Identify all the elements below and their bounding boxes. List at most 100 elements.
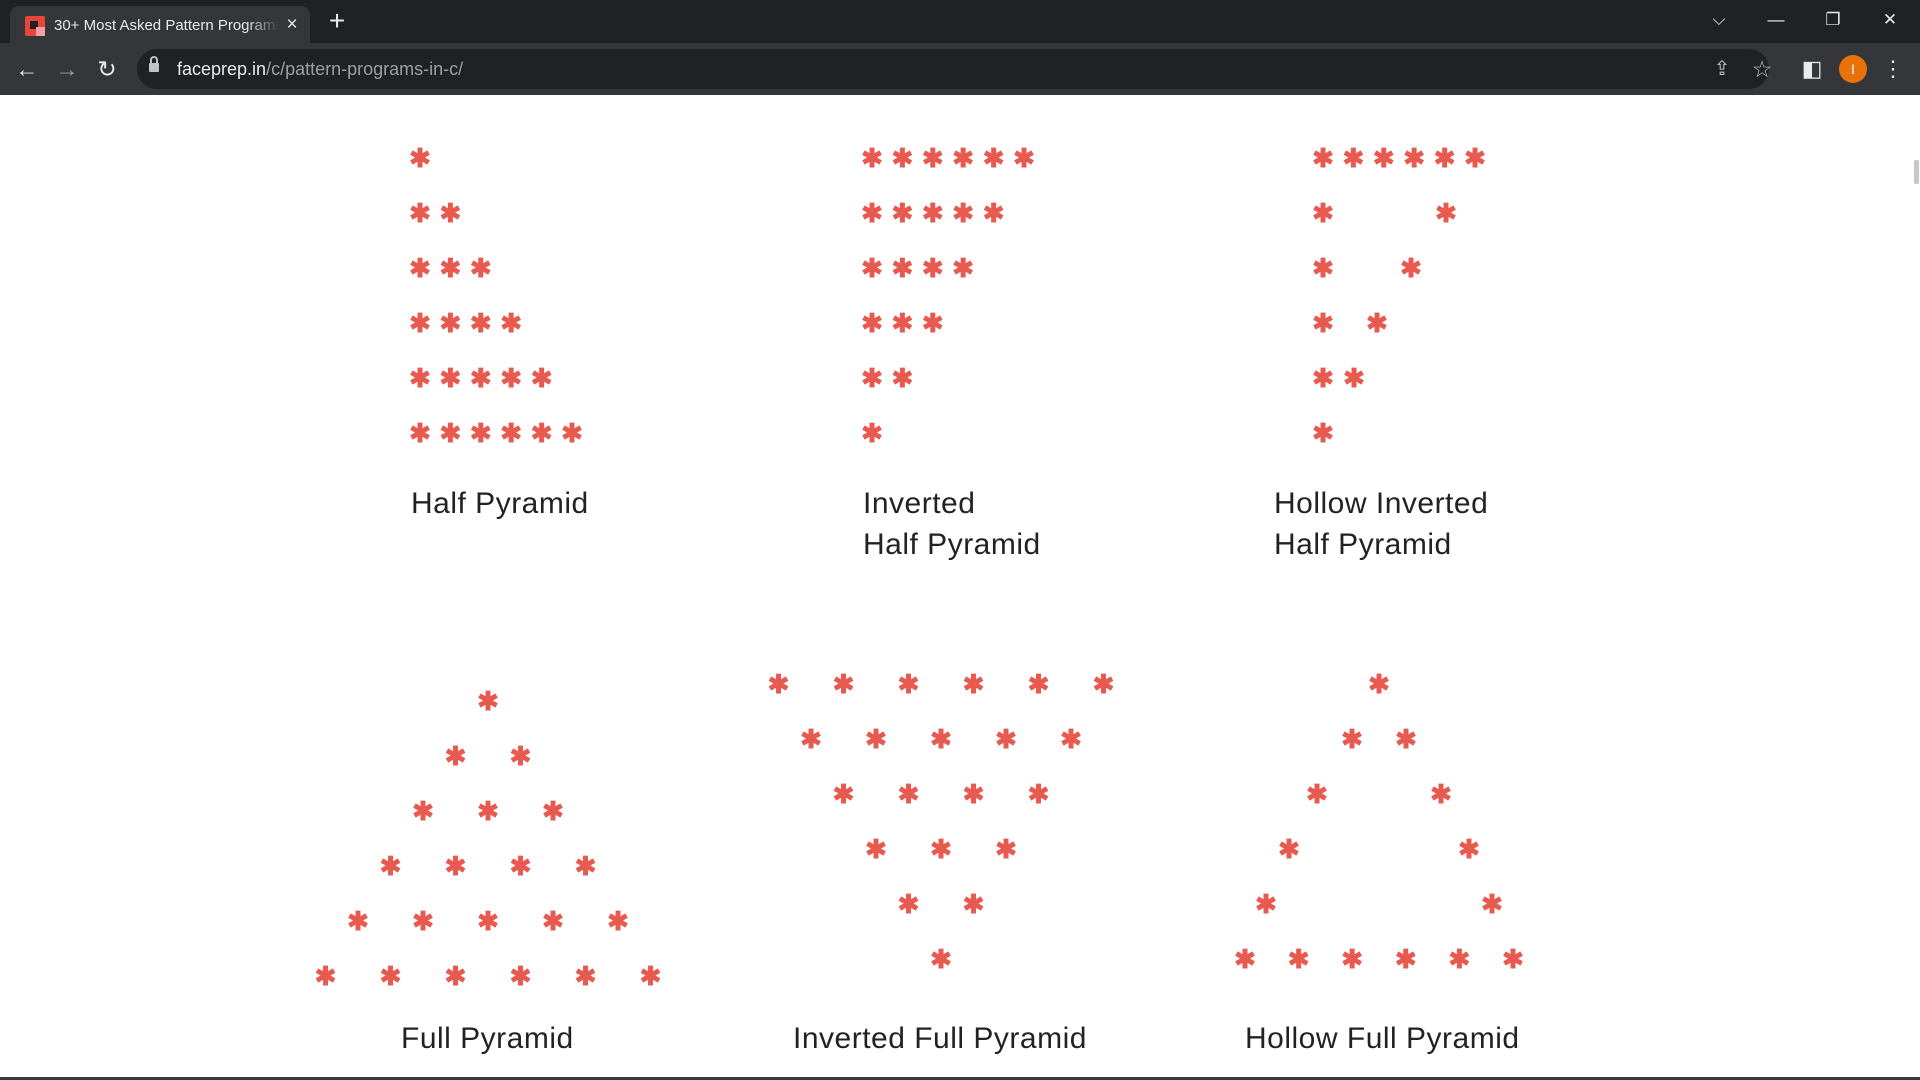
- url-text[interactable]: faceprep.in/c/pattern-programs-in-c/: [177, 59, 463, 81]
- inverted-full-pyramid-label: Inverted Full Pyramid: [793, 1018, 1087, 1059]
- asterisk-star-icon: ✱: [1312, 143, 1334, 173]
- asterisk-star-icon: ✱: [891, 253, 914, 283]
- label-line: Inverted: [863, 487, 976, 520]
- side-panel-icon[interactable]: ◧: [1801, 56, 1823, 81]
- forward-button[interactable]: →: [55, 56, 79, 82]
- inverted-half-pyramid-pattern: Inverted Half Pyramid ✱ ✱ ✱ ✱ ✱ ✱ ✱ ✱ ✱ ✱ ✱ ✱ ✱ ✱ ✱ ✱ ✱ ✱…: [0, 95, 1920, 1080]
- inverted-half-pyramid-label: Inverted Half Pyramid: [863, 483, 1041, 565]
- asterisk-star-icon: ✱: [1342, 143, 1365, 173]
- asterisk-star-icon: ✱: [561, 418, 583, 448]
- bookmark-star-icon[interactable]: ☆: [1751, 56, 1773, 82]
- asterisk-star-icon: ✱: [1366, 308, 1388, 338]
- new-tab-button[interactable]: +: [328, 5, 346, 36]
- share-icon[interactable]: ⇪: [1713, 58, 1731, 80]
- asterisk-star-icon: ✱: [1435, 198, 1457, 228]
- asterisk-star-icon: ✱: [500, 418, 523, 448]
- asterisk-star-icon: ✱: [962, 889, 985, 919]
- asterisk-star-icon: ✱: [1027, 779, 1050, 809]
- asterisk-star-icon: ✱: [1400, 253, 1422, 283]
- asterisk-star-icon: ✱: [1448, 944, 1471, 974]
- hollow-inverted-half-pyramid-pattern: Hollow Inverted Half Pyramid ✱ ✱ ✱ ✱ ✱ ✱ ✱ ✱ ✱ ✱ ✱…: [0, 95, 1920, 1080]
- asterisk-star-icon: ✱: [439, 198, 462, 228]
- asterisk-star-icon: ✱: [1394, 944, 1417, 974]
- asterisk-star-icon: ✱: [542, 906, 564, 936]
- label-line: Inverted Full Pyramid: [793, 1022, 1087, 1055]
- inverted-full-pyramid-pattern: Inverted Full Pyramid ✱ ✱ ✱ ✱ ✱ ✱ ✱ ✱ ✱ ✱ ✱ ✱ ✱ ✱ ✱ ✱ ✱ ✱…: [0, 95, 1920, 1080]
- asterisk-star-icon: ✱: [379, 851, 402, 881]
- label-line: Half Pyramid: [863, 528, 1041, 561]
- asterisk-star-icon: ✱: [891, 143, 914, 173]
- asterisk-star-icon: ✱: [865, 834, 887, 864]
- asterisk-star-icon: ✱: [409, 253, 431, 283]
- tab-search-icon[interactable]: ⌵: [1712, 10, 1726, 29]
- back-button[interactable]: ←: [15, 56, 39, 82]
- asterisk-star-icon: ✱: [891, 363, 914, 393]
- label-line: Hollow Full Pyramid: [1245, 1022, 1520, 1055]
- asterisk-star-icon: ✱: [639, 961, 662, 991]
- asterisk-star-icon: ✱: [832, 669, 855, 699]
- asterisk-star-icon: ✱: [952, 253, 975, 283]
- asterisk-star-icon: ✱: [861, 363, 883, 393]
- url-path: /c/pattern-programs-in-c/: [266, 59, 464, 79]
- asterisk-star-icon: ✱: [832, 779, 855, 809]
- asterisk-star-icon: ✱: [861, 253, 883, 283]
- asterisk-star-icon: ✱: [921, 308, 944, 338]
- asterisk-star-icon: ✱: [1278, 834, 1300, 864]
- window-bottom-edge: [0, 1077, 1920, 1080]
- asterisk-star-icon: ✱: [314, 961, 337, 991]
- asterisk-star-icon: ✱: [409, 143, 431, 173]
- minimize-button[interactable]: —: [1767, 10, 1785, 29]
- hollow-full-pyramid-pattern: Hollow Full Pyramid ✱ ✱ ✱ ✱ ✱ ✱ ✱ ✱ ✱ ✱ ✱ ✱ ✱ ✱ ✱: [0, 95, 1920, 1080]
- asterisk-star-icon: ✱: [444, 851, 467, 881]
- full-pyramid-pattern: Full Pyramid ✱ ✱ ✱ ✱ ✱ ✱ ✱ ✱ ✱ ✱ ✱ ✱ ✱ ✱ ✱ ✱ ✱ ✱ ✱ ✱ ✱: [0, 95, 1920, 1080]
- asterisk-star-icon: ✱: [500, 363, 523, 393]
- asterisk-star-icon: ✱: [1372, 143, 1395, 173]
- reload-button[interactable]: ↻: [97, 56, 117, 82]
- hollow-inverted-half-pyramid-label: Hollow Inverted Half Pyramid: [1274, 483, 1488, 565]
- asterisk-star-icon: ✱: [1013, 143, 1035, 173]
- asterisk-star-icon: ✱: [439, 418, 462, 448]
- asterisk-star-icon: ✱: [1433, 143, 1456, 173]
- asterisk-star-icon: ✱: [530, 363, 553, 393]
- asterisk-star-icon: ✱: [930, 724, 952, 754]
- asterisk-star-icon: ✱: [347, 906, 369, 936]
- asterisk-star-icon: ✱: [409, 308, 431, 338]
- asterisk-star-icon: ✱: [891, 198, 914, 228]
- asterisk-star-icon: ✱: [1060, 724, 1082, 754]
- close-tab-icon[interactable]: ×: [286, 14, 298, 35]
- full-pyramid-label: Full Pyramid: [401, 1018, 574, 1059]
- close-window-button[interactable]: ✕: [1882, 10, 1898, 29]
- hollow-full-pyramid-label: Hollow Full Pyramid: [1245, 1018, 1520, 1059]
- asterisk-star-icon: ✱: [542, 796, 564, 826]
- asterisk-star-icon: ✱: [607, 906, 629, 936]
- asterisk-star-icon: ✱: [409, 198, 431, 228]
- asterisk-star-icon: ✱: [995, 724, 1017, 754]
- address-bar[interactable]: faceprep.in/c/pattern-programs-in-c/ ⇪ ☆: [137, 49, 1772, 89]
- asterisk-star-icon: ✱: [962, 779, 985, 809]
- asterisk-star-icon: ✱: [861, 143, 883, 173]
- restore-button[interactable]: ❐: [1825, 10, 1841, 29]
- scrollbar-thumb[interactable]: [1914, 160, 1919, 184]
- asterisk-star-icon: ✱: [930, 944, 952, 974]
- browser-tab[interactable]: 30+ Most Asked Pattern Programs in C ×: [10, 6, 310, 43]
- asterisk-star-icon: ✱: [412, 796, 434, 826]
- lock-icon[interactable]: [149, 56, 159, 72]
- asterisk-star-icon: ✱: [982, 198, 1005, 228]
- label-line: Hollow Inverted: [1274, 487, 1489, 520]
- asterisk-star-icon: ✱: [1458, 834, 1480, 864]
- asterisk-star-icon: ✱: [1027, 669, 1050, 699]
- faceprep-favicon-icon: [25, 16, 45, 36]
- asterisk-star-icon: ✱: [800, 724, 822, 754]
- asterisk-star-icon: ✱: [469, 363, 492, 393]
- asterisk-star-icon: ✱: [1464, 143, 1486, 173]
- asterisk-star-icon: ✱: [1312, 363, 1334, 393]
- profile-avatar[interactable]: I: [1839, 55, 1867, 83]
- browser-toolbar: ← → ↻ faceprep.in/c/pattern-programs-in-…: [0, 43, 1920, 95]
- asterisk-star-icon: ✱: [962, 669, 985, 699]
- asterisk-star-icon: ✱: [444, 741, 467, 771]
- asterisk-star-icon: ✱: [861, 308, 883, 338]
- asterisk-star-icon: ✱: [952, 143, 975, 173]
- menu-icon[interactable]: ⋮: [1882, 56, 1904, 81]
- asterisk-star-icon: ✱: [439, 253, 462, 283]
- asterisk-star-icon: ✱: [1255, 889, 1277, 919]
